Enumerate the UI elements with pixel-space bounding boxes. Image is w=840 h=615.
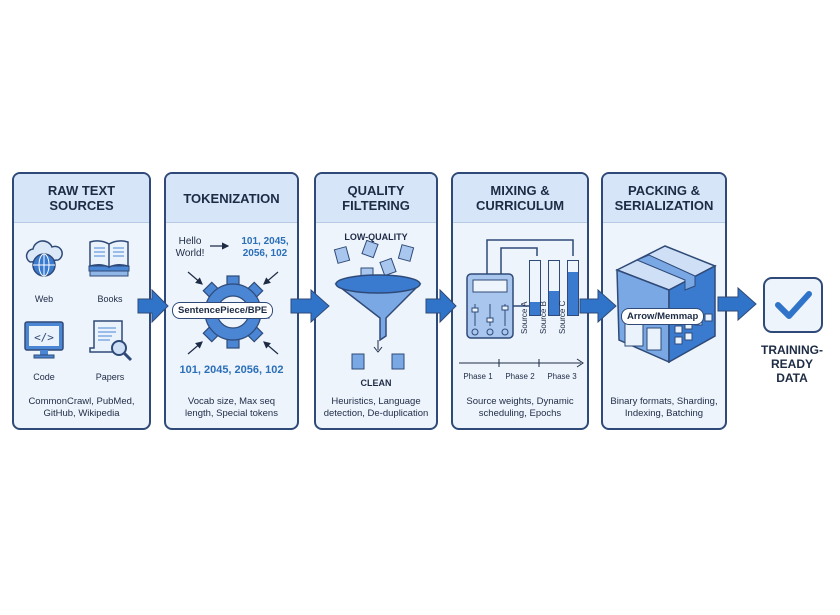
label-code: Code	[33, 372, 55, 382]
phase-2: Phase 2	[505, 372, 535, 381]
label-web: Web	[34, 294, 54, 304]
papers-magnifier-icon	[89, 320, 133, 362]
source-level-fill	[549, 290, 559, 315]
source-c-label: Source C	[558, 300, 567, 334]
stage-tokenization: TOKENIZATION Hello World! 101, 2045, 205…	[164, 172, 299, 430]
format-badge: Arrow/Memmap	[621, 308, 705, 325]
clean-label: CLEAN	[360, 378, 392, 388]
code-monitor-icon: </>	[24, 321, 64, 359]
phase-1: Phase 1	[463, 372, 493, 381]
stage-description: Heuristics, Language detection, De-dupli…	[323, 396, 429, 419]
stage-description: Binary formats, Sharding, Indexing, Batc…	[610, 396, 718, 419]
stage-title: MIXING & CURRICULUM	[453, 174, 587, 223]
funnel-icon	[333, 240, 422, 370]
stage-description: Source weights, Dynamic scheduling, Epoc…	[466, 396, 574, 419]
books-icon	[88, 240, 130, 277]
training-ready-data-label: TRAINING-READY DATA	[761, 343, 823, 385]
stage-quality-filtering: QUALITY FILTERING LOW-QUALITY CLEAN Heur…	[314, 172, 438, 430]
phase-timeline	[459, 358, 584, 368]
source-level-fill	[530, 301, 540, 315]
stage-title: TOKENIZATION	[166, 174, 297, 223]
flow-arrow-3	[425, 288, 457, 324]
stage-title: QUALITY FILTERING	[316, 174, 436, 223]
flow-arrow-2	[290, 288, 330, 324]
tokens-bottom: 101, 2045, 2056, 102	[179, 364, 284, 376]
stage-description: Vocab size, Max seq length, Special toke…	[185, 396, 278, 419]
label-books: Books	[97, 294, 123, 304]
label-papers: Papers	[95, 372, 125, 382]
source-a-label: Source A	[520, 301, 529, 334]
stage-packing-serialization: PACKING & SERIALIZATION Arrow/Memmap Bin…	[601, 172, 727, 430]
stage-title: RAW TEXT SOURCES	[14, 174, 149, 223]
low-quality-label: LOW-QUALITY	[344, 232, 408, 242]
package-box-icon	[615, 245, 717, 364]
source-level-fill	[568, 271, 578, 315]
source-bars	[523, 260, 587, 320]
source-a-bar	[529, 260, 541, 316]
tokenizer-badge: SentencePiece/BPE	[172, 302, 274, 319]
tokens-top: 101, 2045, 2056, 102	[241, 236, 289, 259]
source-b-bar	[548, 260, 560, 316]
source-c-bar	[567, 260, 579, 316]
web-cloud-globe-icon	[25, 240, 63, 277]
stage-description: CommonCrawl, PubMed, GitHub, Wikipedia	[28, 396, 135, 419]
flow-arrow-5	[717, 286, 757, 322]
flow-arrow-4	[579, 288, 617, 324]
mixer-console-icon	[466, 239, 574, 339]
source-b-label: Source B	[539, 301, 548, 334]
checkmark-icon	[763, 277, 823, 333]
flow-arrow-1	[137, 288, 169, 324]
svg-text:</>: </>	[34, 331, 54, 344]
input-text: Hello World!	[175, 236, 205, 259]
stage-raw-text-sources: RAW TEXT SOURCES Web Books </> Code Pape…	[12, 172, 151, 430]
stage-mixing-curriculum: MIXING & CURRICULUM Source A Source B So…	[451, 172, 589, 430]
phase-3: Phase 3	[547, 372, 577, 381]
stage-title: PACKING & SERIALIZATION	[603, 174, 725, 223]
